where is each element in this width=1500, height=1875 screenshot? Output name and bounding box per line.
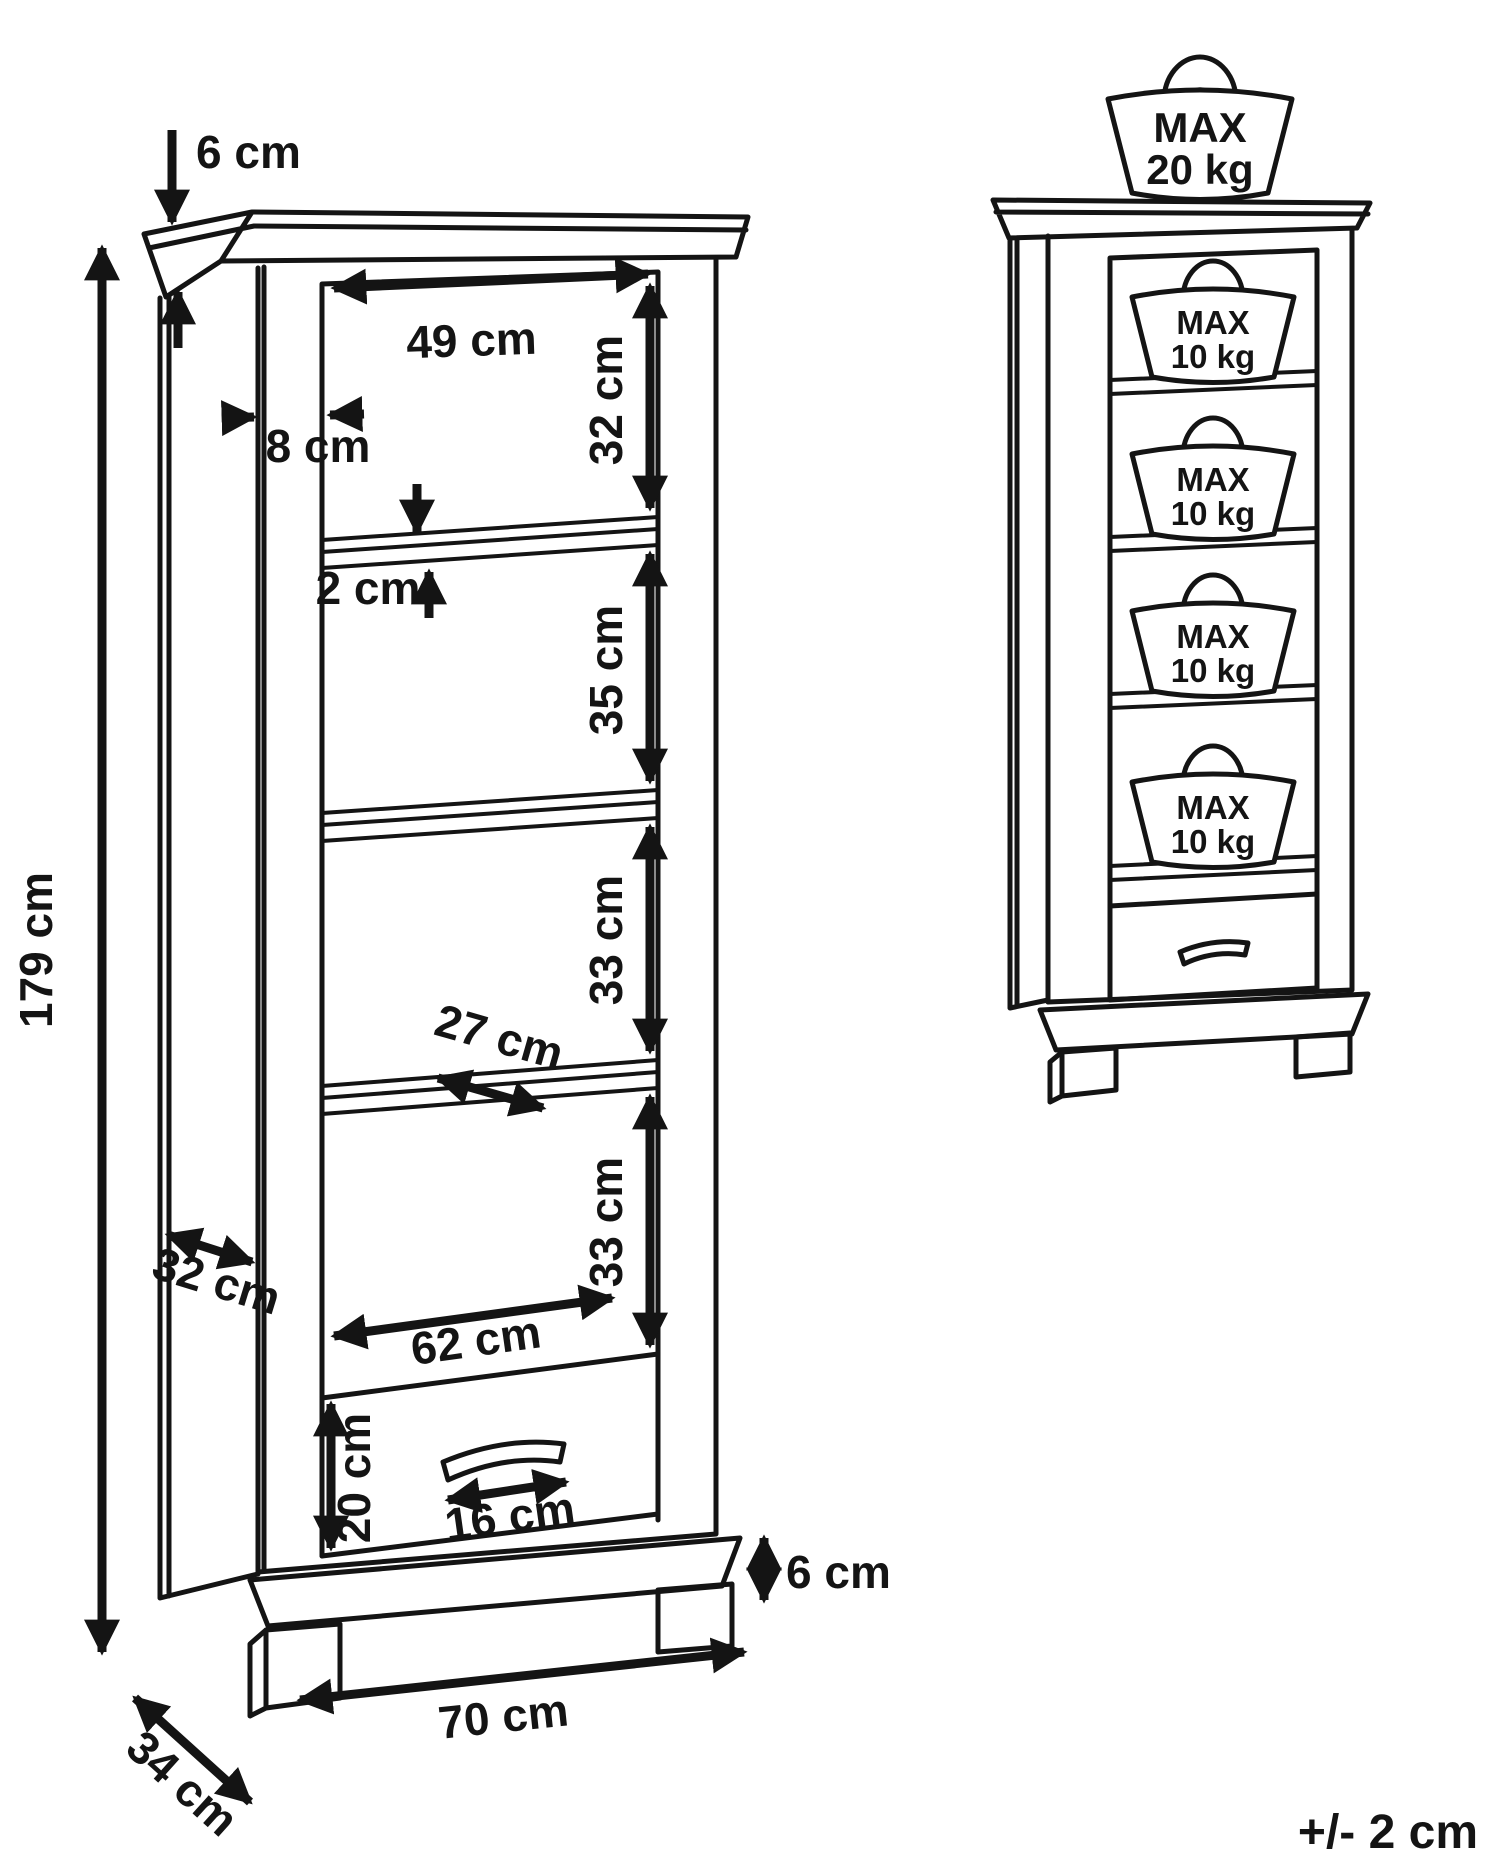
shelf-2 bbox=[320, 788, 660, 843]
label-handle-width: 16 cm bbox=[442, 1481, 578, 1551]
bookcase-structure bbox=[141, 209, 751, 1719]
weight-top-line2: 20 kg bbox=[1146, 146, 1253, 193]
arrow-side-frame-right bbox=[326, 396, 365, 433]
dimension-arrows bbox=[84, 130, 782, 1806]
shelf-1 bbox=[320, 515, 660, 570]
cornice bbox=[141, 209, 751, 300]
max-weight-shelf-1: MAX 10 kg bbox=[1129, 258, 1297, 385]
front-frame-small bbox=[1045, 227, 1355, 1005]
cornice-small bbox=[990, 197, 1373, 241]
weight-line1: MAX bbox=[1176, 461, 1249, 498]
label-plinth-height: 6 cm bbox=[786, 1546, 891, 1598]
arrow-side-frame-left bbox=[221, 400, 258, 437]
weight-body-icon bbox=[1129, 286, 1297, 385]
drawer-handle bbox=[440, 1439, 567, 1483]
weight-body-icon bbox=[1129, 443, 1297, 542]
arrow-inner-width bbox=[330, 257, 652, 305]
arrow-side-panel-depth bbox=[164, 1227, 256, 1270]
label-compartment3-height: 33 cm bbox=[580, 875, 632, 1005]
side-panel bbox=[157, 293, 261, 1601]
drawer-front-small bbox=[1107, 891, 1320, 1003]
label-cornice-height: 6 cm bbox=[196, 126, 301, 178]
arrow-handle-width bbox=[444, 1469, 570, 1513]
weight-line1: MAX bbox=[1176, 304, 1249, 341]
weight-top-line1: MAX bbox=[1153, 104, 1246, 151]
max-weight-top: MAX 20 kg bbox=[1105, 54, 1295, 202]
label-total-height: 179 cm bbox=[10, 872, 62, 1028]
dimension-labels: 6 cm 179 cm 49 cm 8 cm 32 cm 2 cm 35 cm … bbox=[10, 126, 891, 1846]
foot-left bbox=[247, 1621, 343, 1719]
label-drawer-height: 20 cm bbox=[328, 1413, 380, 1543]
label-side-frame-width: 8 cm bbox=[266, 420, 371, 472]
label-compartment2-height: 35 cm bbox=[580, 605, 632, 735]
plinth-small bbox=[1037, 991, 1371, 1053]
arrow-drawer-width bbox=[330, 1284, 616, 1350]
arrow-shelf-depth bbox=[434, 1069, 547, 1117]
label-shelf-thickness: 2 cm bbox=[316, 562, 421, 614]
weight-line1: MAX bbox=[1176, 618, 1249, 655]
drawer-front bbox=[319, 1351, 661, 1559]
weight-line2: 10 kg bbox=[1171, 652, 1255, 689]
label-drawer-width: 62 cm bbox=[408, 1305, 544, 1375]
tolerance-note: +/- 2 cm bbox=[1298, 1806, 1478, 1859]
drawer-handle-small bbox=[1177, 939, 1251, 967]
foot-small-right bbox=[1293, 1030, 1353, 1080]
arrow-overall-width bbox=[296, 1637, 748, 1715]
weight-body-icon bbox=[1105, 87, 1295, 202]
weight-line2: 10 kg bbox=[1171, 338, 1255, 375]
weight-body-icon bbox=[1129, 600, 1297, 699]
side-panel-small bbox=[1007, 236, 1051, 1011]
foot-right bbox=[655, 1581, 735, 1655]
max-weight-shelf-2: MAX 10 kg bbox=[1129, 415, 1297, 542]
plinth bbox=[247, 1535, 743, 1629]
label-overall-width: 70 cm bbox=[436, 1683, 571, 1748]
max-weight-shelf-4: MAX 10 kg bbox=[1129, 743, 1297, 870]
weight-line2: 10 kg bbox=[1171, 495, 1255, 532]
weight-line1: MAX bbox=[1176, 789, 1249, 826]
weight-line2: 10 kg bbox=[1171, 823, 1255, 860]
weight-body-icon bbox=[1129, 771, 1297, 870]
foot-small-left bbox=[1047, 1045, 1119, 1105]
label-compartment4-height: 33 cm bbox=[580, 1157, 632, 1287]
label-compartment1-height: 32 cm bbox=[580, 335, 632, 465]
arrow-overall-depth bbox=[131, 1694, 254, 1806]
dimension-view: 6 cm 179 cm 49 cm 8 cm 32 cm 2 cm 35 cm … bbox=[10, 126, 891, 1846]
label-inner-width: 49 cm bbox=[405, 312, 537, 369]
max-weight-shelf-3: MAX 10 kg bbox=[1129, 572, 1297, 699]
shelf-3 bbox=[320, 1058, 660, 1116]
load-view: MAX 20 kg MAX 10 kg MAX 10 kg MAX 10 kg bbox=[990, 54, 1373, 1105]
label-shelf-depth: 27 cm bbox=[430, 994, 570, 1080]
